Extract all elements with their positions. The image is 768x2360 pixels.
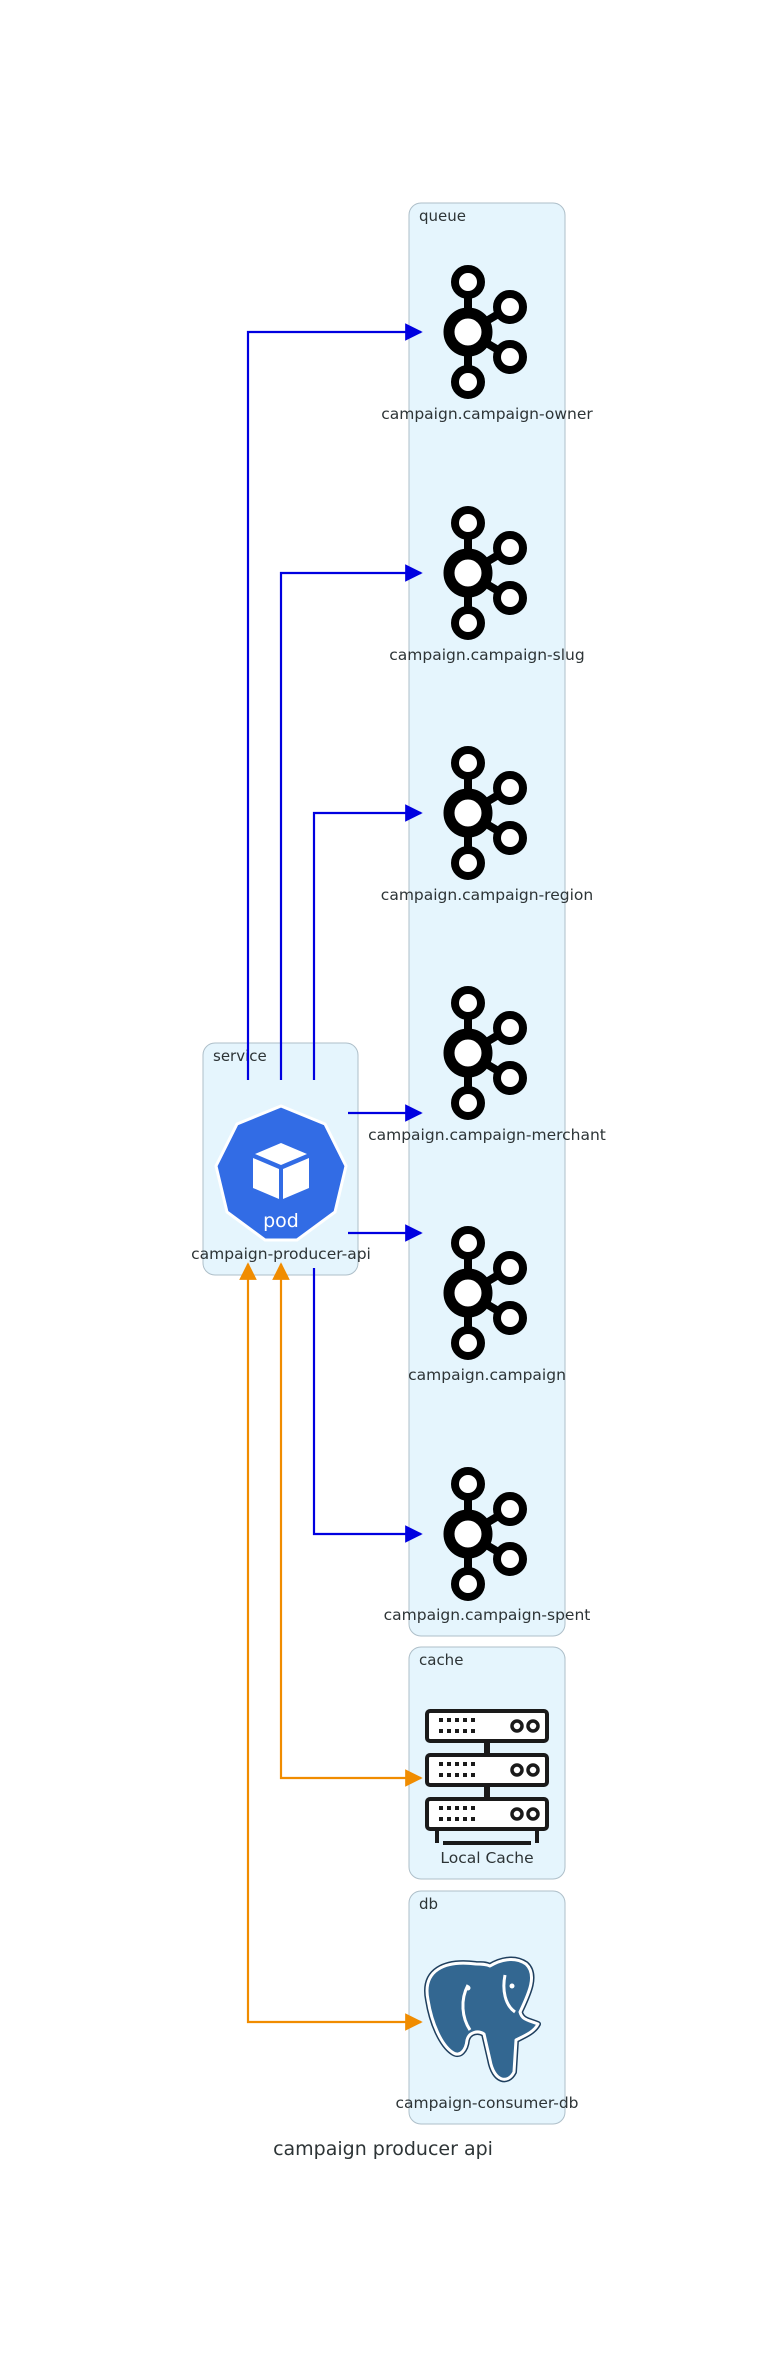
node-label: campaign.campaign-spent: [384, 1606, 591, 1624]
node-label: campaign.campaign: [408, 1366, 566, 1384]
edge-api-to-campaign-spent: [312, 1268, 423, 1543]
node-label: campaign.campaign-slug: [389, 646, 584, 664]
kubernetes-pod-icon: pod: [214, 1104, 348, 1242]
node-campaign-producer-api[interactable]: pod campaign-producer-api: [191, 1104, 371, 1263]
edge-api-to-campaign-region: [312, 804, 423, 1080]
cluster-queue-label: queue: [419, 207, 466, 225]
node-campaign-region[interactable]: campaign.campaign-region: [381, 750, 593, 904]
edge-api-to-campaign-owner: [246, 323, 423, 1080]
node-label: campaign.campaign-merchant: [368, 1126, 606, 1144]
edge-api-to-campaign-slug: [279, 564, 423, 1080]
cluster-service-label: service: [213, 1047, 267, 1065]
node-campaign[interactable]: campaign.campaign: [408, 1230, 566, 1384]
edge-api-consumer-db: [239, 1262, 423, 2031]
node-campaign-consumer-db[interactable]: campaign-consumer-db: [395, 1956, 579, 2112]
node-label: campaign.campaign-owner: [381, 405, 593, 423]
node-label: campaign-producer-api: [191, 1245, 371, 1263]
cluster-db-label: db: [419, 1895, 438, 1913]
node-label: Local Cache: [440, 1849, 533, 1867]
cluster-cache-label: cache: [419, 1651, 463, 1669]
pod-icon-text: pod: [263, 1210, 299, 1232]
node-campaign-slug[interactable]: campaign.campaign-slug: [389, 510, 585, 664]
node-label: campaign.campaign-region: [381, 886, 593, 904]
edges: [239, 323, 423, 2031]
node-campaign-spent[interactable]: campaign.campaign-spent: [384, 1471, 591, 1624]
server-rack-icon: [425, 1709, 549, 1845]
edge-api-local-cache: [272, 1262, 423, 1787]
postgresql-icon: [424, 1956, 541, 2083]
node-campaign-merchant[interactable]: campaign.campaign-merchant: [368, 990, 606, 1144]
node-label: campaign-consumer-db: [395, 2094, 578, 2112]
node-local-cache[interactable]: Local Cache: [425, 1709, 549, 1867]
diagram-title: campaign producer api: [273, 2138, 493, 2160]
node-campaign-owner[interactable]: campaign.campaign-owner: [381, 269, 593, 423]
